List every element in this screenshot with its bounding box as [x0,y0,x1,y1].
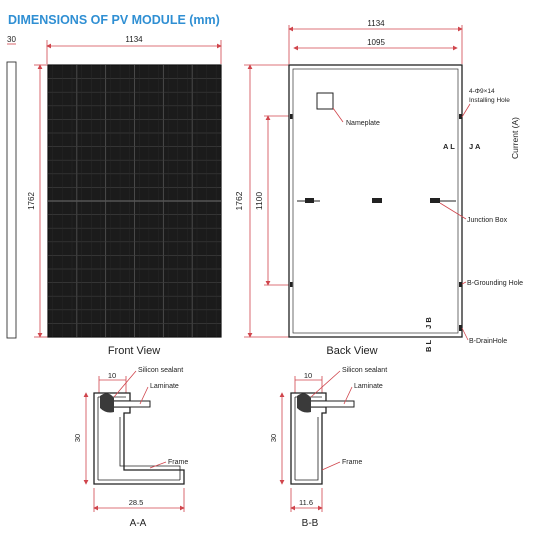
section-b-right-marker: J B [424,317,433,329]
aa-label: A-A [130,518,147,529]
aa-silicon [100,393,114,413]
front-height-label: 1762 [27,192,36,210]
aa-laminate-label: Laminate [150,383,179,390]
bb-top-dim: 10 [304,371,312,380]
installing-hole-leader [461,103,471,118]
connector-left [305,198,314,203]
back-view: 1134 1095 1762 1100 Nameplate [234,19,523,357]
side-profile [6,61,17,339]
bb-bottom-dim: 11.6 [299,498,313,507]
mounting-hole-br [459,282,462,287]
front-view-label: Front View [108,345,160,357]
front-width-label: 1134 [125,35,143,44]
aa-silicon-label: Silicon sealant [138,367,183,374]
bb-laminate-label: Laminate [354,383,383,390]
back-hole-spacing-label: 1095 [367,38,385,47]
bb-silicon [297,393,311,413]
nameplate-box [316,92,334,110]
bb-silicon-label: Silicon sealant [342,367,387,374]
aa-frame-leader [149,461,167,469]
back-frame-inner [292,68,459,334]
bb-label: B-B [302,518,319,529]
drain-hole-label: B-DrainHole [469,338,507,345]
section-b-left-marker: B L [424,340,433,353]
back-height-label: 1762 [234,191,244,210]
mounting-spacing-label: 1100 [254,192,264,211]
aa-laminate-leader [139,386,149,405]
bb-silicon-leader [310,370,341,398]
aa-top-dim: 10 [108,371,116,380]
grounding-hole-label: B-Grounding Hole [467,280,523,287]
back-overall-width-label: 1134 [367,19,385,28]
aa-silicon-leader [113,370,137,398]
front-view: 30 1134 1762 Front View [6,35,222,357]
bb-height-dim: 30 [269,434,278,442]
mounting-hole-bl [290,282,293,287]
drain-hole-leader [461,327,469,341]
side-thickness-label: 30 [7,35,16,44]
bb-frame-label: Frame [342,459,362,466]
mounting-hole-tr [459,114,462,119]
installing-hole-label: Installing Hole [469,97,510,104]
bb-laminate-leader [343,386,353,405]
grounding-hole-leader [461,281,467,285]
back-view-label: Back View [326,345,377,357]
junction-box-label: Junction Box [467,217,508,224]
page-title: DIMENSIONS OF PV MODULE (mm) [8,13,220,27]
bb-frame-leader [321,461,341,471]
nameplate-label: Nameplate [346,120,380,127]
aa-bottom-dim: 28.5 [129,498,144,507]
section-bb: 10 30 Silicon sealant Laminate Frame 11.… [269,367,387,529]
aa-height-dim: 30 [73,434,82,442]
section-aa: 10 30 Silicon sealant Laminate Frame 28.… [73,367,188,529]
junction-box-leader [439,202,467,220]
section-a-left-marker: A L [443,142,455,151]
drain-hole [459,325,462,331]
aa-frame-label: Frame [168,459,188,466]
junction-box-right [430,198,440,203]
junction-box-center [372,198,382,203]
section-a-right-marker: J A [469,142,481,151]
current-label: Current (A) [510,117,520,159]
mounting-hole-tl [290,114,293,119]
nameplate-leader [332,107,344,123]
installing-hole-spec: 4-Φ9×14 [469,88,495,95]
